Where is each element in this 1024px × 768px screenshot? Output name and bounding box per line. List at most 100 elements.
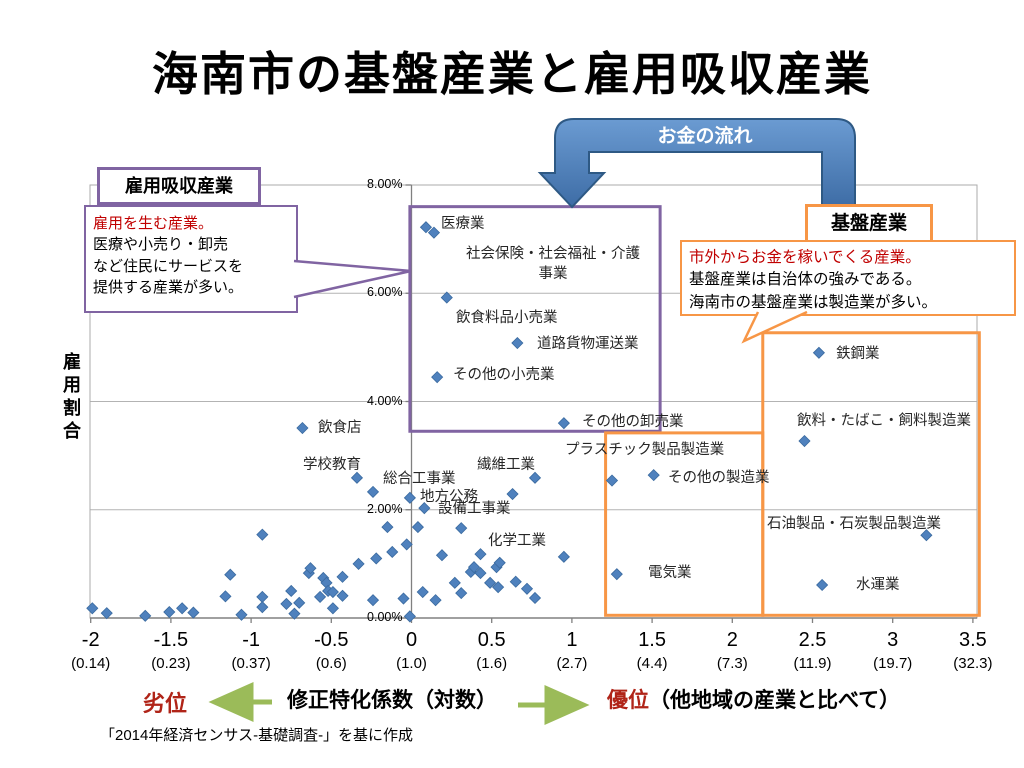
superior-red-text: 優位: [607, 689, 649, 712]
scatter-point: [455, 522, 468, 535]
scatter-point: [370, 552, 383, 565]
scatter-point: [467, 561, 481, 574]
scatter-point: [256, 528, 269, 541]
scatter-point: [285, 584, 298, 598]
x-tick-label: -1: [242, 629, 260, 651]
callout-line: 基盤産業は自治体の強みである。: [689, 271, 922, 289]
point-label: 総合工事業: [383, 471, 456, 487]
y-tick-label: 4.00%: [367, 393, 403, 408]
scatter-point: [528, 471, 542, 484]
scatter-point: [224, 568, 237, 581]
employment-callout: 雇用を生む産業。 医療や小売り・卸売 など住民にサービスを 提供する産業が多い。: [84, 205, 298, 313]
scatter-point: [474, 567, 487, 580]
point-label: 学校教育: [303, 457, 361, 473]
callout-line: 市外からお金を稼いでくる産業。: [689, 249, 921, 266]
scatter-point: [256, 601, 269, 614]
scatter-point: [100, 607, 113, 620]
scatter-point: [386, 545, 399, 559]
scatter-point: [493, 556, 506, 569]
point-label: その他の卸売業: [582, 414, 684, 430]
scatter-point: [403, 610, 416, 623]
employment-region-rect: [408, 205, 662, 433]
scatter-point: [403, 491, 416, 504]
x-tick-sublabel: (7.3): [716, 655, 748, 672]
x-tick-label: 0.5: [477, 629, 506, 651]
callout-line: など住民にサービスを: [93, 257, 244, 275]
scatter-point: [509, 575, 522, 588]
point-label: その他の小売業: [453, 367, 555, 383]
y-tick-label: 2.00%: [367, 501, 403, 516]
x-tick-sublabel: (32.3): [953, 655, 993, 672]
scatter-point: [474, 548, 487, 561]
x-tick-label: -2: [81, 629, 100, 651]
callout-line: 雇用を生む産業。: [93, 215, 214, 232]
x-tick-label: 1.5: [638, 629, 666, 651]
point-label: 地方公務: [420, 489, 478, 505]
x-tick-sublabel: (2.7): [556, 655, 588, 672]
x-tick-sublabel: (1.6): [476, 655, 508, 672]
point-label: その他の製造業: [668, 470, 770, 486]
point-label: 飲料・たばこ・飼料製造業: [797, 413, 971, 429]
page-title: 海南市の基盤産業と雇用吸収産業: [152, 48, 872, 100]
scatter-point: [219, 590, 232, 603]
scatter-point: [418, 502, 431, 515]
x-tick-sublabel: (0.14): [71, 655, 111, 672]
scatter-point: [605, 474, 619, 487]
scatter-point: [280, 597, 293, 610]
x-tick-label: 2.5: [798, 629, 827, 651]
scatter-point: [448, 576, 461, 589]
scatter-point: [429, 594, 442, 607]
scatter-point: [816, 578, 829, 592]
scatter-point: [431, 371, 444, 384]
scatter-point: [235, 608, 248, 621]
superior-rest-text: （他地域の産業と比べて）: [649, 689, 901, 712]
point-label: 設備工事業: [438, 501, 511, 517]
scatter-point: [366, 485, 380, 498]
scatter-point: [397, 592, 410, 605]
scatter-point: [528, 591, 542, 605]
scatter-point: [296, 421, 309, 435]
callout-line: 海南市の基盤産業は製造業が多い。: [689, 293, 938, 311]
point-label: 石油製品・石炭製品製造業: [767, 516, 941, 532]
point-label: 飲食料品小売業: [456, 310, 558, 326]
point-label: 鉄鋼業: [836, 346, 880, 362]
scatter-point: [419, 221, 433, 234]
x-tick-label: -1.5: [153, 629, 189, 651]
scatter-point: [416, 585, 429, 599]
scatter-point: [647, 469, 660, 482]
base-industry-callout: 市外からお金を稼いでくる産業。 基盤産業は自治体の強みである。 海南市の基盤産業…: [680, 240, 1016, 316]
scatter-point: [139, 609, 152, 622]
x-tick-sublabel: (1.0): [396, 655, 427, 672]
scatter-point: [484, 576, 497, 589]
scatter-point: [506, 487, 519, 501]
point-label: 化学工業: [488, 533, 546, 549]
callout-line: 提供する産業が多い。: [93, 278, 244, 296]
scatter-point: [187, 606, 200, 619]
y-tick-label: 6.00%: [367, 285, 403, 300]
scatter-point: [163, 605, 176, 619]
scatter-point: [511, 336, 524, 350]
x-tick-sublabel: (0.37): [231, 655, 271, 672]
x-tick-sublabel: (0.6): [315, 655, 347, 672]
employment-absorption-industry-box: 雇用吸収産業: [97, 167, 261, 205]
scatter-point: [336, 570, 349, 583]
source-note: 「2014年経済センサス-基礎調査-」を基に作成: [100, 727, 414, 744]
scatter-point: [288, 607, 301, 620]
scatter-point: [176, 602, 189, 615]
scatter-point: [400, 538, 413, 551]
scatter-point: [86, 602, 99, 615]
scatter-point: [350, 471, 364, 484]
scatter-point: [381, 521, 394, 534]
money-flow-arrow-label: お金の流れ: [657, 126, 753, 147]
x-tick-label: 1: [566, 629, 578, 651]
inferior-annotation: 劣位: [143, 691, 188, 716]
point-label: 電気業: [648, 565, 692, 581]
point-label: 繊維工業: [477, 457, 535, 473]
scatter-point: [920, 529, 933, 542]
scatter-point: [326, 602, 339, 615]
x-axis-title: 修正特化係数（対数）: [287, 689, 497, 712]
point-label: 飲食店: [318, 420, 362, 436]
x-tick-sublabel: (4.4): [636, 655, 668, 672]
